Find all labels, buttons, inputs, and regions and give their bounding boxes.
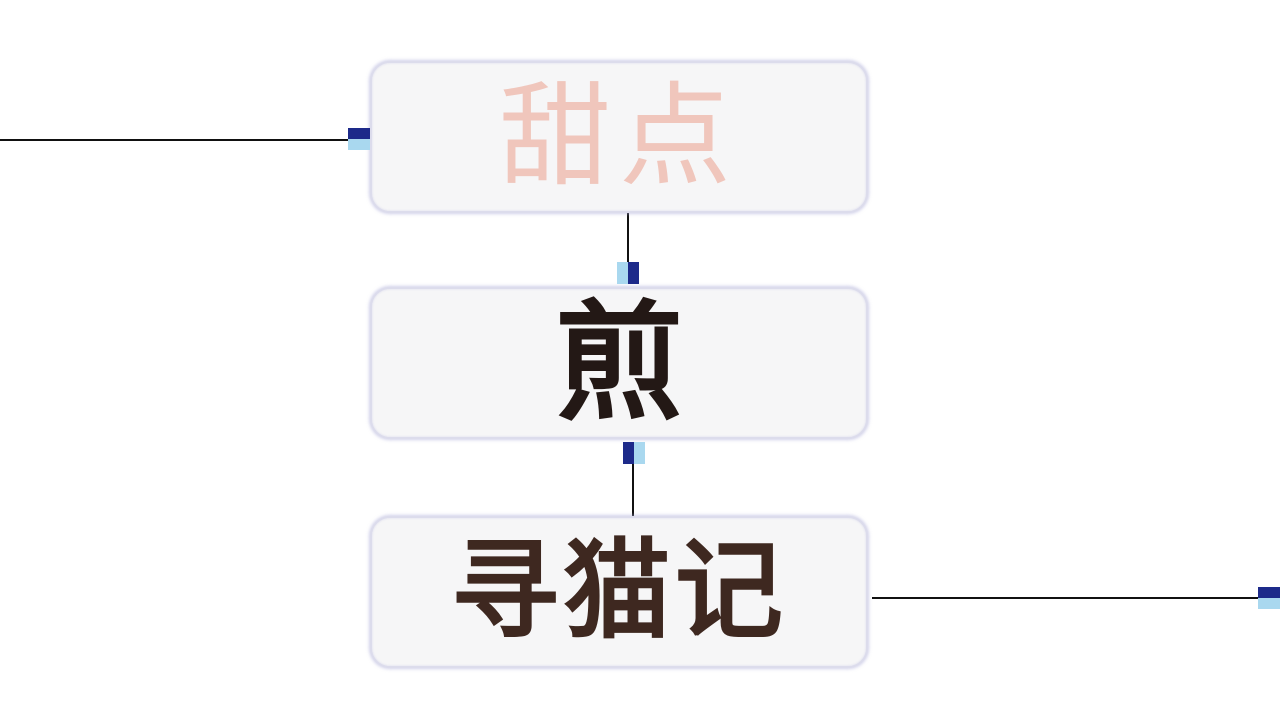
port-middle-bottom[interactable] [623,442,645,464]
node-middle[interactable]: 煎 [370,287,868,439]
edge-bottom-to-right[interactable] [872,597,1258,599]
node-top[interactable]: 甜点 [370,61,868,213]
node-bottom-label: 寻猫记 [450,529,787,654]
port-right-end[interactable] [1258,587,1280,609]
node-middle-label: 煎 [554,288,683,438]
node-top-label: 甜点 [499,72,739,202]
edge-middle-to-bottom[interactable] [632,462,634,516]
port-top-left[interactable] [348,128,370,150]
node-bottom[interactable]: 寻猫记 [370,516,868,668]
edge-left-to-top[interactable] [0,139,350,141]
edge-top-to-middle[interactable] [627,213,629,263]
port-middle-top[interactable] [617,262,639,284]
